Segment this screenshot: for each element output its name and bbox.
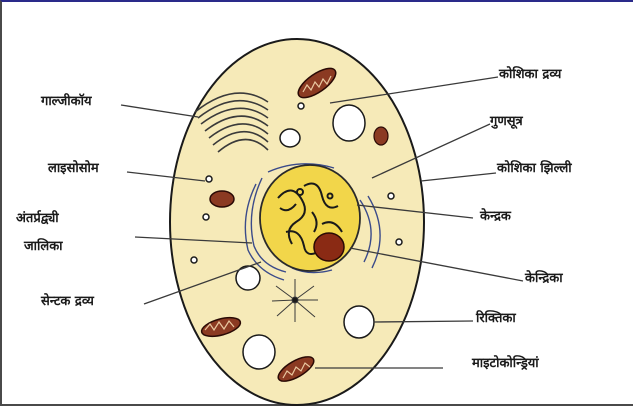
vacuole-label: रिक्तिका — [476, 311, 516, 327]
mitochondria-label: माइटोकोन्ड्रियां — [472, 356, 539, 372]
centrosome-label: सेन्टक द्रव्य — [41, 294, 94, 310]
nucleus-shape — [260, 165, 360, 271]
lysosome-label: लाइसोसोम — [48, 161, 99, 177]
nucleus-label: केन्द्रक — [480, 209, 511, 225]
golgi-label: गाल्जीकॉय — [41, 94, 92, 110]
cell-membrane-label: कोशिका झिल्ली — [497, 161, 572, 177]
nucleolus-label: केन्द्रिका — [525, 271, 563, 287]
er-label-line1: अंतर्प्रद्व्यी — [16, 211, 59, 227]
er-label-line2: जालिका — [24, 239, 63, 255]
cytoplasm-label: कोशिका द्रव्य — [499, 67, 561, 83]
chromatin-label: गुणसूत्र — [490, 114, 523, 130]
nucleolus-shape — [314, 233, 344, 261]
